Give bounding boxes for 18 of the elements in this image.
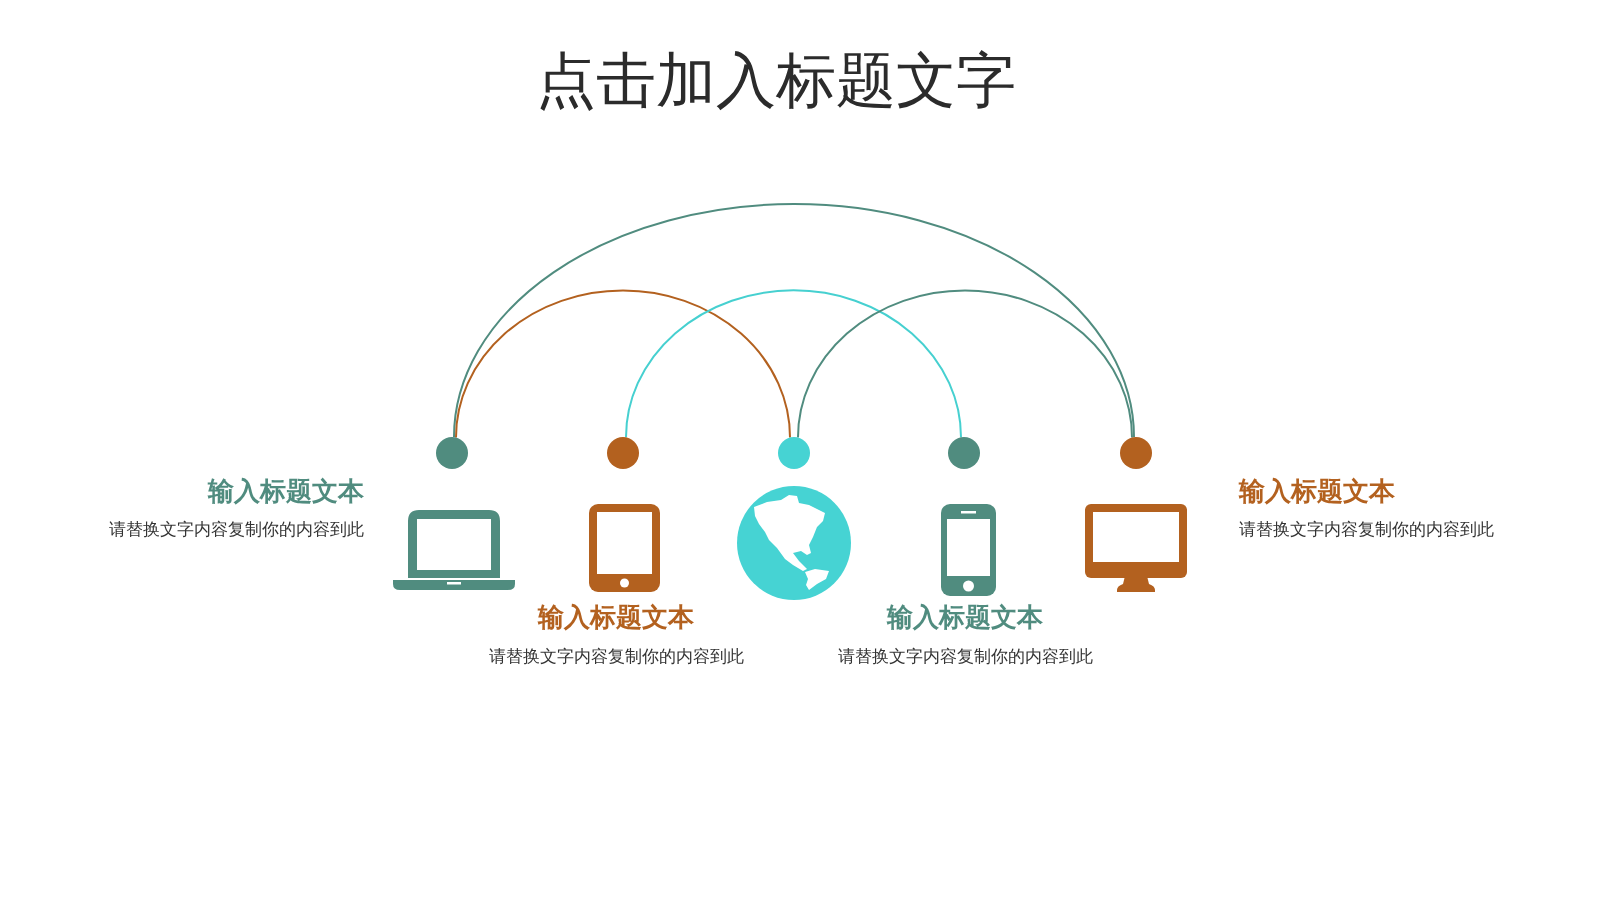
connector-dot [948, 437, 980, 469]
description-text: 请替换文字内容复制你的内容到此 [109, 519, 364, 539]
description-text: 请替换文字内容复制你的内容到此 [837, 646, 1093, 666]
arc-connector [625, 289, 962, 439]
description-text: 请替换文字内容复制你的内容到此 [1239, 519, 1494, 539]
connector-dot [1120, 437, 1152, 469]
description-text: 请替换文字内容复制你的内容到此 [488, 646, 744, 666]
section-heading: 输入标题文本 [538, 603, 694, 633]
arc-connector [453, 203, 1135, 439]
connector-dot [778, 437, 810, 469]
section-heading: 输入标题文本 [887, 603, 1043, 633]
arc-connector [797, 289, 1133, 439]
arc-connector [455, 289, 791, 439]
section-heading: 输入标题文本 [208, 477, 364, 507]
connector-dot [436, 437, 468, 469]
section-heading: 输入标题文本 [1239, 477, 1395, 507]
slide-title: 点击加入标题文字 [536, 45, 1016, 115]
connector-dot [607, 437, 639, 469]
